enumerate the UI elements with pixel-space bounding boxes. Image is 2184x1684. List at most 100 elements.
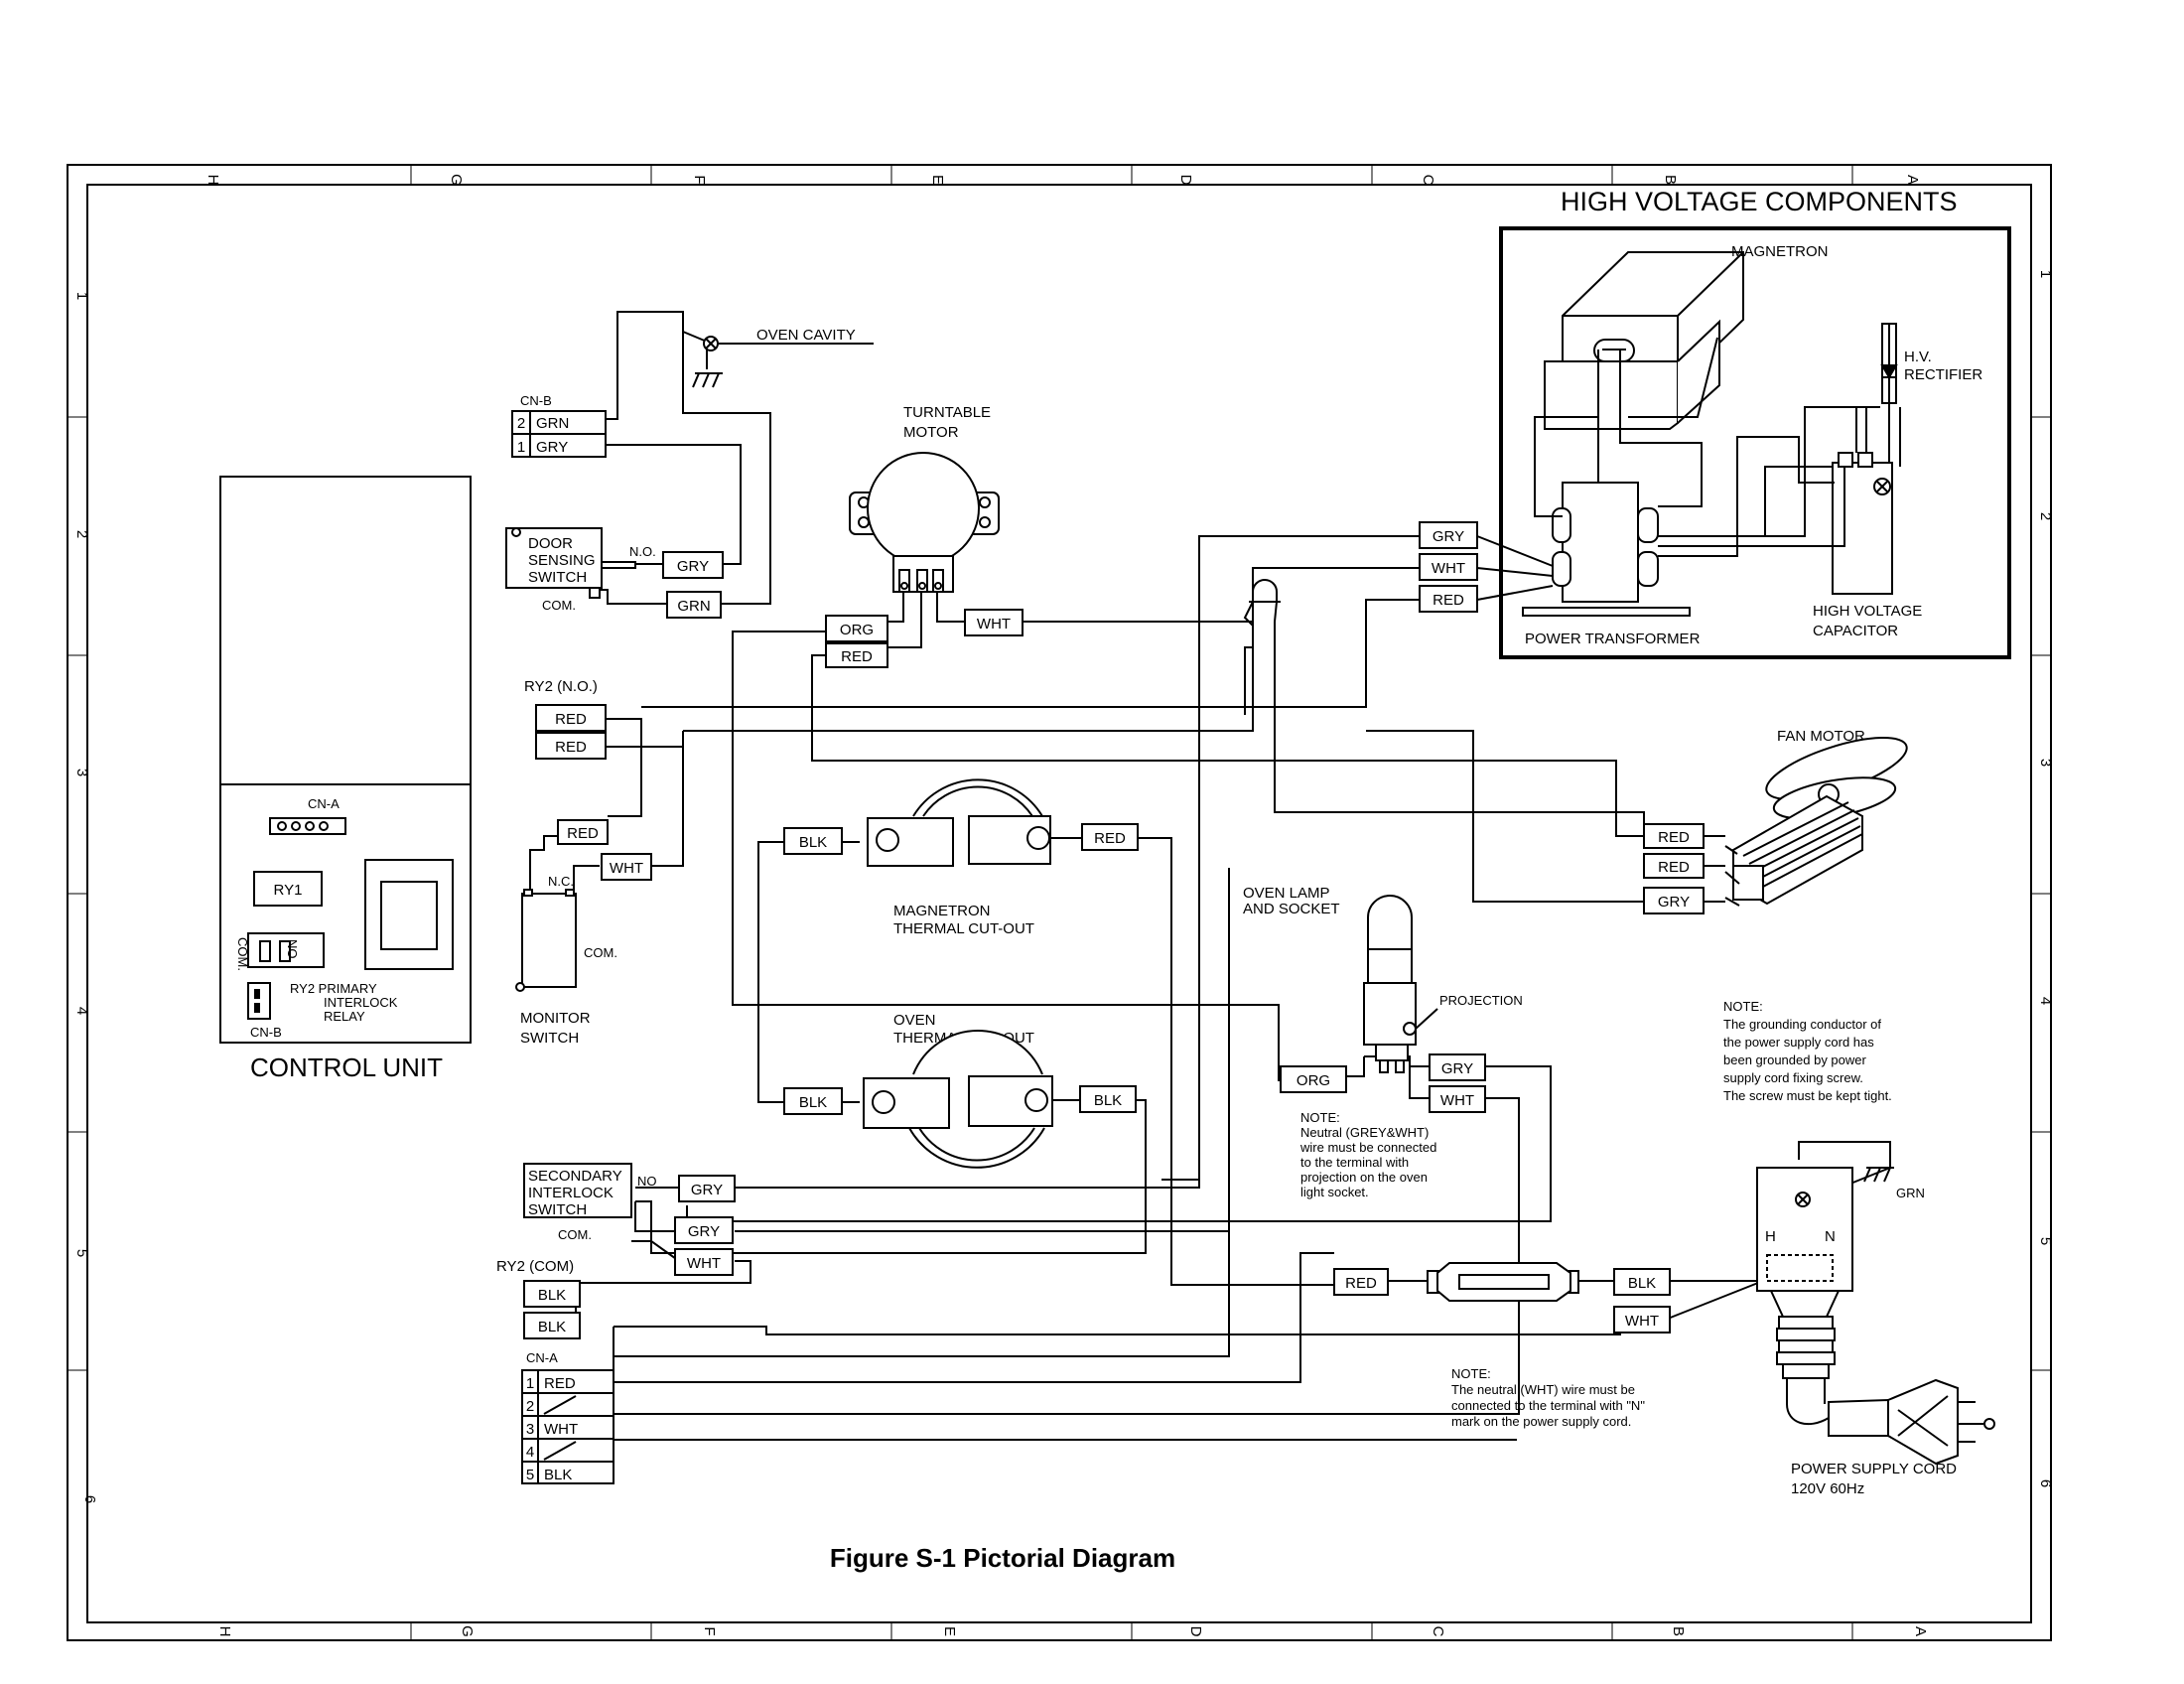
grid-col: H bbox=[205, 175, 221, 186]
hv-wire-gry-label: GRY bbox=[1433, 528, 1464, 545]
magnetron-cutout-wire-red-label: RED bbox=[1094, 830, 1126, 847]
door-wire-gry-label: GRY bbox=[677, 558, 709, 575]
cn-b-connector: CN-B 2 GRN 1 GRY bbox=[511, 393, 607, 458]
fan-motor-label: FAN MOTOR bbox=[1777, 728, 1865, 745]
door-switch-label-3: SWITCH bbox=[528, 569, 587, 586]
grid-col: H bbox=[216, 1626, 233, 1637]
grid-row: 4 bbox=[2037, 997, 2054, 1005]
hv-wire-red-label: RED bbox=[1433, 592, 1464, 609]
lamp-wire-org bbox=[1280, 1065, 1347, 1093]
high-voltage-section: HIGH VOLTAGE COMPONENTS MAGNETRON H.V. R… bbox=[1419, 187, 2011, 659]
cn-b-label: CN-B bbox=[520, 393, 552, 408]
turntable-wire-org bbox=[825, 615, 888, 642]
fan-wire-red-1 bbox=[1643, 823, 1705, 849]
ground-note-line: The screw must be kept tight. bbox=[1723, 1088, 1892, 1103]
cu-no-label: NO bbox=[285, 939, 300, 959]
grid-col: F bbox=[701, 1626, 718, 1635]
power-cord-label-2: 120V 60Hz bbox=[1791, 1480, 1864, 1497]
grid-row: 5 bbox=[73, 1249, 90, 1257]
oven-cavity-label: OVEN CAVITY bbox=[756, 327, 856, 344]
turntable-motor: TURNTABLE MOTOR ORG RED WHT bbox=[825, 404, 1024, 668]
hv-wire-wht-label: WHT bbox=[1432, 560, 1465, 577]
fuse-wire-red-label: RED bbox=[1345, 1275, 1377, 1292]
control-unit: CN-A RY1 COM. NO RY2 PRIMARY INTERLOCK R… bbox=[219, 476, 472, 1044]
turntable-wire-red bbox=[825, 642, 888, 668]
thermal-fuse-icon bbox=[1243, 579, 1281, 627]
door-wire-grn bbox=[666, 591, 722, 619]
lamp-note-line: Neutral (GREY&WHT) bbox=[1300, 1125, 1429, 1140]
grid-row: 1 bbox=[2037, 270, 2054, 278]
lamp-wire-gry bbox=[1429, 1053, 1486, 1081]
secondary-no: NO bbox=[637, 1174, 657, 1189]
lamp-note-line: light socket. bbox=[1300, 1185, 1369, 1199]
cu-ry2-switch bbox=[247, 932, 325, 968]
grid-rows-right: 1 2 3 4 5 6 bbox=[2037, 270, 2054, 1487]
grid-col: C bbox=[1430, 1626, 1446, 1637]
rectifier-icon bbox=[1880, 323, 1898, 467]
cord-wire-wht bbox=[1613, 1306, 1671, 1333]
grid-col: A bbox=[1904, 175, 1921, 185]
cn-a-pin-wire: BLK bbox=[544, 1467, 572, 1483]
capacitor-icon bbox=[1832, 452, 1893, 595]
secondary-wire-label: GRY bbox=[688, 1223, 720, 1240]
ry2-com-wire-label: BLK bbox=[538, 1287, 566, 1304]
secondary-com: COM. bbox=[558, 1227, 592, 1242]
grid-col: B bbox=[1670, 1626, 1687, 1636]
secondary-interlock-switch: SECONDARY INTERLOCK SWITCH NO COM. GRY G… bbox=[523, 1163, 736, 1276]
ry2-no-wire-1 bbox=[535, 704, 607, 732]
door-switch-label-1: DOOR bbox=[528, 535, 573, 552]
grid-row: 3 bbox=[2037, 759, 2054, 767]
cu-ry2-label-3: RELAY bbox=[324, 1009, 365, 1024]
monitor-wire-wht bbox=[601, 853, 652, 881]
lamp-note-line: NOTE: bbox=[1300, 1110, 1340, 1125]
cn-a-pin-num: 1 bbox=[526, 1375, 534, 1392]
turntable-wire-org-label: ORG bbox=[840, 622, 874, 638]
grid-col: E bbox=[929, 175, 946, 185]
power-cord-label-1: POWER SUPPLY CORD bbox=[1791, 1461, 1957, 1477]
lamp-note-line: wire must be connected bbox=[1299, 1140, 1436, 1155]
monitor-nc: N.C. bbox=[548, 874, 574, 889]
oven-lamp-label-1: OVEN LAMP bbox=[1243, 885, 1330, 902]
secondary-label-2: INTERLOCK bbox=[528, 1185, 614, 1201]
cu-ry1-label: RY1 bbox=[274, 882, 303, 899]
oven-cutout-wire-blk-l-label: BLK bbox=[799, 1094, 827, 1111]
cord-n-label: N bbox=[1825, 1228, 1836, 1245]
control-unit-label: CONTROL UNIT bbox=[250, 1052, 443, 1082]
grid-col: G bbox=[459, 1625, 476, 1637]
ground-note-line: supply cord fixing screw. bbox=[1723, 1070, 1863, 1085]
oven-lamp: OVEN LAMP AND SOCKET PROJECTION ORG GRY … bbox=[1243, 885, 1523, 1199]
magnetron-cutout: BLK RED MAGNETRON THERMAL CUT-OUT bbox=[783, 778, 1139, 937]
monitor-switch-icon bbox=[515, 889, 577, 992]
turntable-motor-icon bbox=[849, 452, 1000, 593]
magnetron-icon bbox=[1544, 251, 1744, 430]
oven-cutout-wire-blk-l bbox=[783, 1087, 843, 1115]
ground-note-line: the power supply cord has bbox=[1723, 1035, 1874, 1050]
secondary-label-1: SECONDARY bbox=[528, 1168, 622, 1185]
fuse-wire-blk bbox=[1613, 1268, 1671, 1296]
lamp-wire-org-label: ORG bbox=[1297, 1072, 1330, 1089]
cu-com-label: COM. bbox=[235, 937, 250, 971]
grid-col: B bbox=[1662, 175, 1679, 185]
grid-col: E bbox=[941, 1626, 958, 1636]
ry2-com-label: RY2 (COM) bbox=[496, 1258, 574, 1275]
ground-note-line: NOTE: bbox=[1723, 999, 1763, 1014]
fuse-wire-red bbox=[1333, 1268, 1389, 1296]
lamp-note-line: to the terminal with bbox=[1300, 1155, 1409, 1170]
cn-a-pin-num: 5 bbox=[526, 1467, 534, 1483]
grid-row: 1 bbox=[73, 292, 90, 300]
door-switch-label-2: SENSING bbox=[528, 552, 596, 569]
ry2-no-wire-2 bbox=[535, 732, 607, 760]
secondary-label-3: SWITCH bbox=[528, 1201, 587, 1218]
monitor-switch: RED WHT N.C. COM. MONITOR SWITCH bbox=[515, 819, 652, 1047]
lamp-note: NOTE: Neutral (GREY&WHT) wire must be co… bbox=[1299, 1110, 1436, 1199]
fan-wire-gry bbox=[1643, 887, 1705, 914]
cn-a-pin-wire: WHT bbox=[544, 1421, 578, 1438]
magnetron-cutout-icon bbox=[867, 778, 1051, 867]
neutral-note-line: NOTE: bbox=[1451, 1366, 1491, 1381]
secondary-wire-label: GRY bbox=[691, 1182, 723, 1198]
transformer-label: POWER TRANSFORMER bbox=[1525, 631, 1701, 647]
lamp-note-line: projection on the oven bbox=[1300, 1170, 1428, 1185]
grid-columns-top: H G F E D C B A bbox=[205, 174, 1921, 186]
fan-wire-red-2 bbox=[1643, 853, 1705, 879]
fuse: RED BLK WHT bbox=[1333, 1262, 1671, 1333]
